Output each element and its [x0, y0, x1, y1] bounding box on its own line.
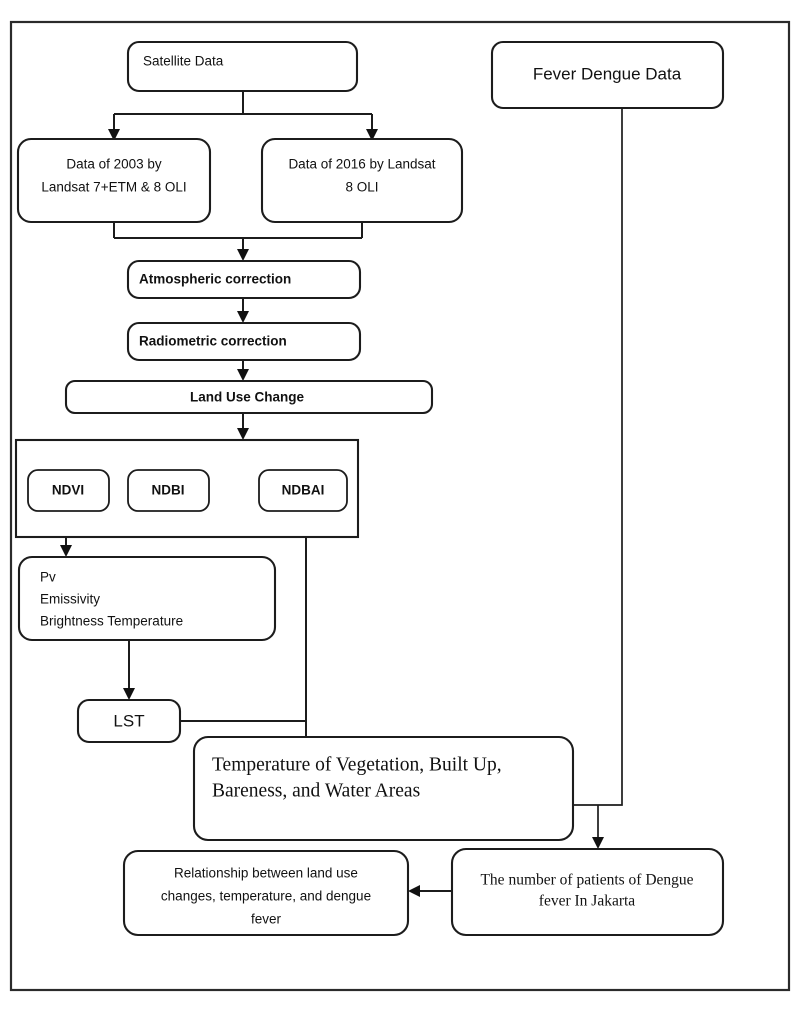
label-pv: Pv [40, 570, 56, 585]
arrowhead-to-radiometric [237, 311, 249, 323]
node-pv-emissivity-brightness[interactable] [17, 555, 277, 642]
node-radiometric-correction[interactable] [126, 321, 362, 362]
node-ndvi[interactable] [27, 469, 110, 512]
label-data-2016-line1: Data of 2016 by Landsat [288, 157, 435, 172]
label-emissivity: Emissivity [40, 592, 100, 607]
label-patients-line1: The number of patients of Dengue [480, 872, 693, 889]
node-temperature-areas[interactable] [192, 735, 575, 842]
label-relationship-line1: Relationship between land use [174, 866, 358, 881]
outer-frame [9, 20, 791, 992]
label-atmospheric-correction: Atmospheric correction [139, 272, 291, 287]
label-fever-dengue-data: Fever Dengue Data [533, 64, 682, 83]
label-patients-line2: fever In Jakarta [539, 893, 636, 910]
label-relationship-line2: changes, temperature, and dengue [161, 889, 371, 904]
label-satellite-data: Satellite Data [143, 54, 224, 69]
arrowhead-to-patients [592, 837, 604, 849]
label-lst: LST [113, 711, 144, 730]
label-ndbi: NDBI [152, 483, 185, 498]
node-fever-dengue-data[interactable] [490, 40, 725, 110]
arrowhead-to-atmospheric [237, 249, 249, 261]
arrowhead-to-landuse [237, 369, 249, 381]
label-data-2003-line1: Data of 2003 by [66, 157, 162, 172]
arrowhead-to-pv [60, 545, 72, 557]
arrowhead-to-lst [123, 688, 135, 700]
node-land-use-change[interactable] [64, 379, 434, 415]
connector-data-merge [113, 222, 363, 252]
label-brightness-temperature: Brightness Temperature [40, 614, 183, 629]
arrowhead-to-indices [237, 428, 249, 440]
label-relationship-line3: fever [251, 912, 282, 927]
label-land-use-change: Land Use Change [190, 390, 305, 405]
label-data-2016-line2: 8 OLI [345, 180, 378, 195]
group-spectral-indices [14, 438, 360, 539]
arrowhead-to-data2016 [366, 129, 378, 141]
node-data-2003[interactable] [16, 137, 212, 224]
label-temperature-areas-line2: Bareness, and Water Areas [212, 780, 420, 801]
arrowhead-to-relationship [408, 885, 420, 897]
connector-satellite-split [113, 91, 373, 132]
label-temperature-areas-line1: Temperature of Vegetation, Built Up, [212, 754, 502, 775]
node-relationship[interactable] [122, 849, 410, 937]
node-ndbai[interactable] [258, 469, 348, 512]
label-ndbai: NDBAI [282, 483, 325, 498]
arrowhead-to-data2003 [108, 129, 120, 141]
node-patients-dengue[interactable] [450, 847, 725, 937]
node-satellite-data[interactable] [126, 40, 359, 93]
label-data-2003-line2: Landsat 7+ETM & 8 OLI [41, 180, 186, 195]
node-lst[interactable] [76, 698, 182, 744]
node-atmospheric-correction[interactable] [126, 259, 362, 300]
node-ndbi[interactable] [127, 469, 210, 512]
label-radiometric-correction: Radiometric correction [139, 334, 287, 349]
label-ndvi: NDVI [52, 483, 84, 498]
node-data-2016[interactable] [260, 137, 464, 224]
connector-fever-dengue-down [573, 108, 623, 806]
